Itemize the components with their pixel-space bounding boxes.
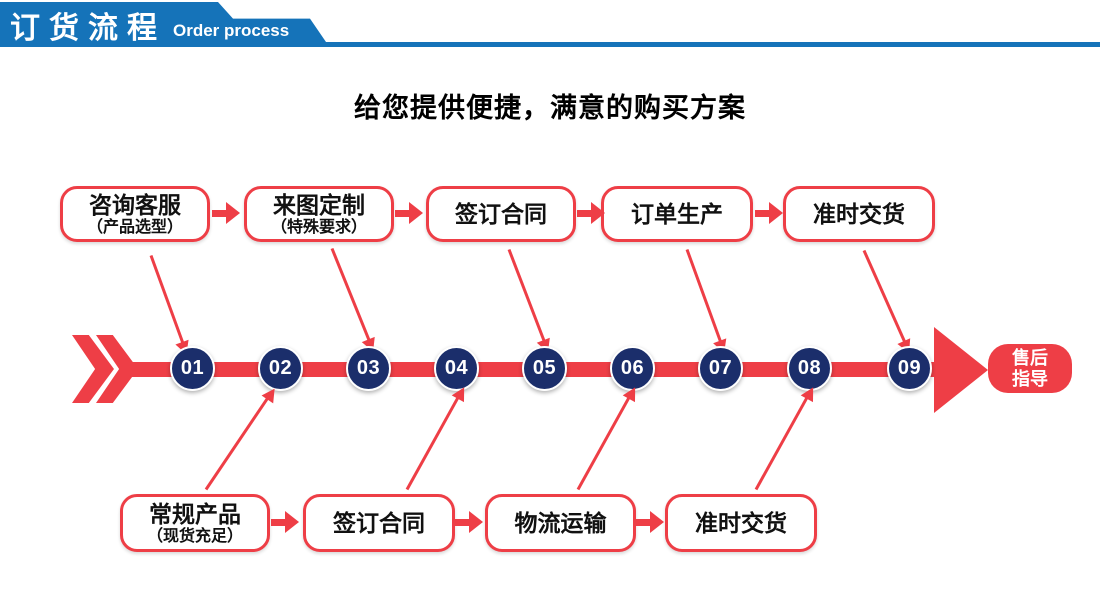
diagonal-arrow-icon: [576, 396, 631, 491]
arrow-right-icon: [395, 202, 425, 224]
process-box-ontime-delivery-bottom: 准时交货: [665, 494, 817, 552]
process-box-label: 准时交货: [813, 201, 905, 227]
after-sales-badge-line2: 指导: [1012, 368, 1048, 389]
diagonal-arrow-icon: [405, 396, 460, 491]
arrow-right-icon: [455, 511, 485, 533]
process-box-label: 签订合同: [455, 201, 547, 227]
step-circle-03: 03: [346, 346, 391, 391]
step-circle-06: 06: [610, 346, 655, 391]
process-box-sign-contract-bottom: 签订合同: [303, 494, 455, 552]
process-box-logistics: 物流运输: [485, 494, 636, 552]
process-box-sublabel: （产品选型）: [86, 218, 183, 236]
diagonal-arrow-icon: [330, 247, 371, 341]
process-box-ontime-delivery-top: 准时交货: [783, 186, 935, 242]
diagonal-arrow-icon: [149, 254, 185, 344]
process-box-order-production: 订单生产: [601, 186, 753, 242]
step-circle-05: 05: [522, 346, 567, 391]
arrow-right-icon: [271, 511, 301, 533]
arrow-right-icon: [636, 511, 666, 533]
arrow-right-icon: [755, 202, 785, 224]
process-box-sign-contract-top: 签订合同: [426, 186, 576, 242]
diagonal-arrow-icon: [204, 397, 269, 491]
process-box-label: 来图定制: [273, 191, 365, 218]
timeline-arrowhead-icon: [934, 327, 988, 413]
process-box-label: 签订合同: [333, 510, 425, 536]
process-box-consult: 咨询客服 （产品选型）: [60, 186, 210, 242]
process-box-label: 物流运输: [514, 510, 607, 536]
step-circle-09: 09: [887, 346, 932, 391]
process-box-sublabel: （现货充足）: [146, 527, 243, 545]
after-sales-badge: 售后 指导: [988, 344, 1072, 393]
header-title-en: Order process: [173, 21, 290, 40]
process-box-custom-design: 来图定制 （特殊要求）: [244, 186, 394, 242]
process-box-label: 订单生产: [631, 201, 723, 227]
diagonal-arrow-icon: [685, 248, 722, 343]
process-box-label: 准时交货: [695, 510, 787, 536]
step-circle-02: 02: [258, 346, 303, 391]
process-box-label: 常规产品: [149, 500, 241, 527]
process-box-sublabel: （特殊要求）: [270, 218, 367, 236]
process-box-regular-product: 常规产品 （现货充足）: [120, 494, 270, 552]
step-circle-01: 01: [170, 346, 215, 391]
header-title-cn: 订货流程: [10, 12, 166, 45]
diagonal-arrow-icon: [754, 396, 809, 491]
step-circle-07: 07: [698, 346, 743, 391]
arrow-right-icon: [577, 202, 607, 224]
after-sales-badge-line1: 售后: [1012, 347, 1048, 368]
diagonal-arrow-icon: [862, 249, 907, 343]
diagonal-arrow-icon: [507, 248, 546, 342]
page-title: 给您提供便捷，满意的购买方案: [354, 93, 746, 123]
step-circle-08: 08: [787, 346, 832, 391]
arrow-right-icon: [212, 202, 242, 224]
process-box-label: 咨询客服: [89, 191, 181, 218]
